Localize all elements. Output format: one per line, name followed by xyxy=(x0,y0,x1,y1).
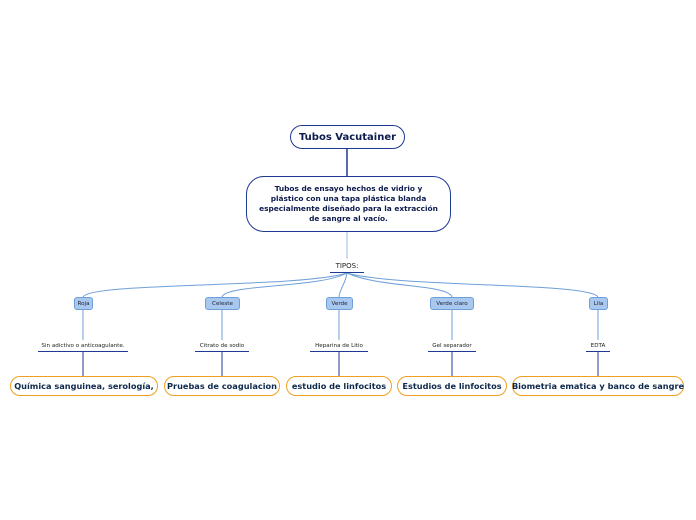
use-verde[interactable]: estudio de linfocitos xyxy=(286,376,392,396)
use-celeste[interactable]: Pruebas de coagulacion xyxy=(164,376,280,396)
chip-lila[interactable]: Lila xyxy=(589,297,608,310)
additive-verde-claro[interactable]: Gel separador xyxy=(428,340,476,352)
additive-lila[interactable]: EDTA xyxy=(586,340,610,352)
additive-roja[interactable]: Sin adictivo o anticoagulante. xyxy=(38,340,128,352)
additive-celeste[interactable]: Citrato de sodio xyxy=(195,340,249,352)
use-verde-claro[interactable]: Estudios de linfocitos xyxy=(397,376,507,396)
use-lila[interactable]: Biometria ematica y banco de sangre xyxy=(512,376,684,396)
additive-verde[interactable]: Heparina de Litio xyxy=(310,340,368,352)
chip-verde[interactable]: Verde xyxy=(326,297,353,310)
chip-verde-claro[interactable]: Verde claro xyxy=(430,297,474,310)
chip-roja[interactable]: Roja xyxy=(74,297,93,310)
chip-celeste[interactable]: Celeste xyxy=(205,297,240,310)
root-node[interactable]: Tubos Vacutainer xyxy=(290,125,405,149)
types-label[interactable]: TIPOS: xyxy=(330,259,364,273)
description-node[interactable]: Tubos de ensayo hechos de vidrio y plást… xyxy=(246,176,451,232)
use-roja[interactable]: Química sanguinea, serología, xyxy=(10,376,158,396)
